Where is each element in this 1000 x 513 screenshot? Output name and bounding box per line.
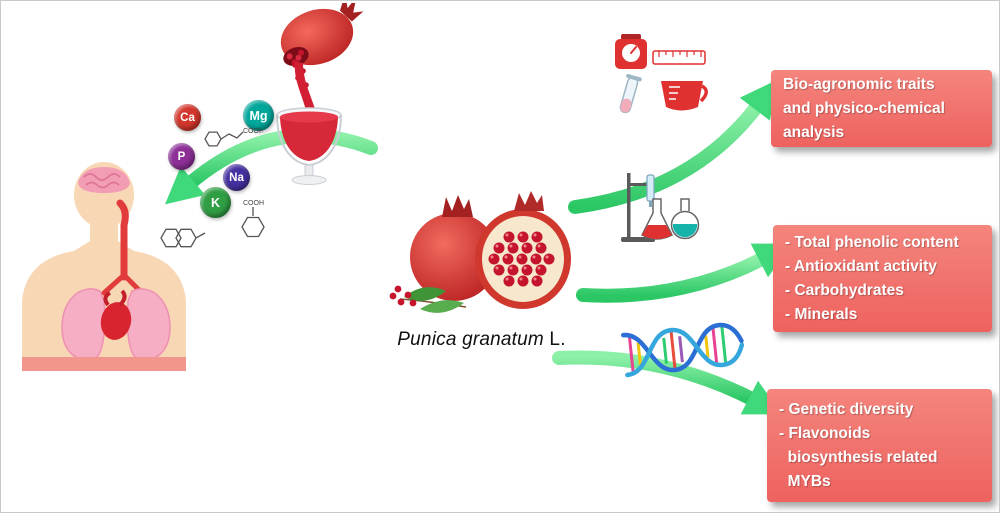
human-respiratory-illustration	[22, 162, 186, 371]
measuring-cup-icon	[661, 81, 708, 111]
box-line: - Total phenolic content	[785, 233, 959, 251]
species-suffix: L.	[543, 329, 566, 350]
cooh-label: COOH	[243, 128, 263, 135]
round-flask-icon	[670, 198, 700, 240]
cooh-label: COOH	[243, 200, 264, 207]
dna-helix-icon	[621, 322, 745, 378]
box-line: - Carbohydrates	[785, 281, 904, 299]
measurement-tools-icon	[615, 34, 708, 114]
arrow-to-phytochemistry-box	[576, 243, 792, 303]
box-line: and physico-chemical	[783, 99, 945, 117]
scale-icon	[615, 34, 647, 69]
box-line: - Genetic diversity	[779, 400, 914, 418]
juice-stream-icon	[294, 61, 317, 115]
phenolic-acid-structure-icon: COOH	[204, 128, 263, 147]
genetics-box: - Genetic diversity - Flavonoids biosynt…	[767, 389, 992, 502]
leaf-icon	[404, 287, 446, 301]
phytochemistry-box: - Total phenolic content - Antioxidant a…	[773, 225, 992, 332]
pomegranate-illustration	[389, 191, 571, 313]
box-line: - Flavonoids	[779, 424, 871, 442]
box-line: biosynthesis related	[779, 448, 938, 466]
mineral-badge-k: K	[200, 187, 231, 218]
species-label: Punica granatum L.	[389, 329, 574, 351]
heart-icon	[100, 302, 132, 340]
lab-glassware-icon	[621, 173, 700, 242]
erlenmeyer-flask-icon	[641, 198, 673, 240]
box-line: Bio-agronomic traits	[783, 75, 935, 93]
calyx-icon	[339, 3, 364, 22]
test-tube-icon	[619, 74, 642, 114]
trachea-icon	[116, 199, 129, 281]
box-line: - Minerals	[785, 305, 858, 323]
mineral-badge-p: P	[168, 143, 195, 170]
species-name: Punica granatum	[397, 329, 544, 350]
scattered-seeds-icon	[389, 285, 417, 307]
pomegranate-juice-illustration	[276, 3, 364, 185]
mineral-badge-ca: Ca	[174, 104, 201, 131]
ruler-icon	[652, 50, 706, 65]
bioagronomic-box: Bio-agronomic traits and physico-chemica…	[771, 70, 992, 147]
flavonoid-structure-icon	[160, 228, 206, 248]
box-line: MYBs	[779, 472, 831, 490]
whole-fruit-icon	[410, 213, 498, 301]
burette-icon	[646, 174, 655, 202]
mineral-badge-mg: Mg	[243, 100, 274, 131]
box-line: analysis	[783, 123, 845, 141]
leaf-icon	[420, 300, 464, 313]
mineral-badge-na: Na	[223, 164, 250, 191]
benzoic-acid-structure-icon: COOH	[241, 200, 265, 238]
box-line: - Antioxidant activity	[785, 257, 937, 275]
